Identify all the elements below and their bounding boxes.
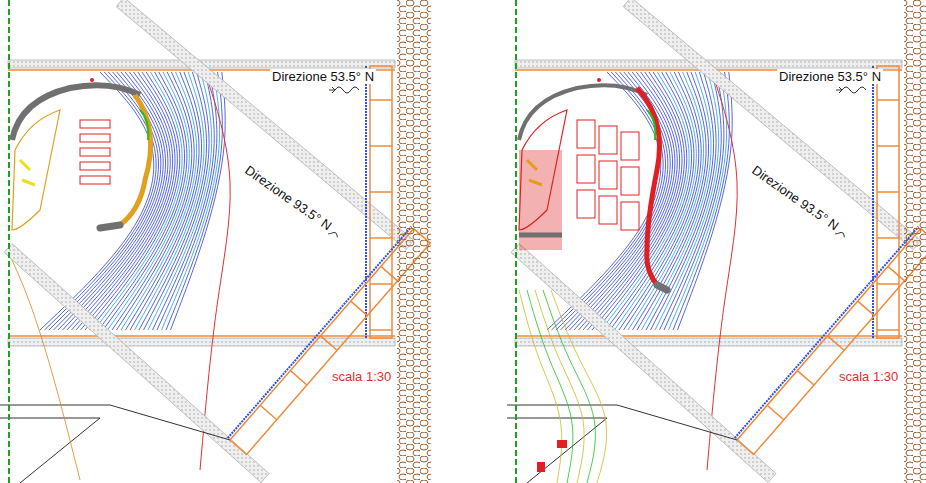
depth-contour bbox=[624, 72, 702, 330]
wall-band bbox=[116, 0, 414, 250]
depth-contour bbox=[157, 72, 217, 330]
depth-contour bbox=[588, 72, 682, 330]
depth-contour bbox=[664, 72, 724, 330]
rubble-wall bbox=[904, 0, 926, 483]
depth-contour bbox=[633, 72, 707, 330]
harbour bbox=[519, 78, 667, 483]
limit-line bbox=[200, 72, 230, 470]
depth-contour bbox=[108, 72, 190, 330]
depth-contour bbox=[139, 72, 207, 330]
depth-contour bbox=[637, 72, 709, 330]
depth-contour bbox=[583, 72, 680, 330]
scale-note: scala 1:30 bbox=[837, 369, 900, 384]
limit-line bbox=[707, 72, 737, 470]
wave-direction: Direzione 53.5° N bbox=[777, 69, 883, 84]
depth-contour bbox=[166, 72, 222, 330]
depth-contour bbox=[655, 72, 719, 330]
depth-contour bbox=[63, 72, 166, 330]
depth-contour bbox=[651, 72, 717, 330]
wall-band bbox=[623, 0, 921, 250]
depth-contour bbox=[561, 72, 668, 330]
depth-contour bbox=[148, 72, 212, 330]
wall-band bbox=[4, 244, 269, 483]
depth-contour bbox=[54, 72, 161, 330]
depth-contour bbox=[153, 72, 215, 330]
scale-note: scala 1:30 bbox=[330, 369, 393, 384]
depth-contour bbox=[58, 72, 163, 330]
depth-contour bbox=[669, 72, 727, 330]
depth-contour bbox=[646, 72, 714, 330]
wave-generator bbox=[735, 227, 926, 455]
basin-panel bbox=[507, 0, 926, 483]
depth-contour bbox=[72, 72, 171, 330]
depth-contour bbox=[81, 72, 175, 330]
depth-contour bbox=[570, 72, 673, 330]
wall-band bbox=[511, 244, 776, 483]
wall-band bbox=[8, 338, 395, 346]
rubble-wall bbox=[397, 0, 431, 483]
wave-direction: Direzione 53.5° N bbox=[270, 69, 376, 84]
harbour bbox=[12, 78, 151, 480]
depth-contour bbox=[144, 72, 210, 330]
depth-contour bbox=[579, 72, 678, 330]
basin-panel bbox=[0, 0, 431, 483]
depth-contour bbox=[162, 72, 220, 330]
depth-contour bbox=[565, 72, 670, 330]
depth-contour bbox=[673, 72, 729, 330]
depth-contour bbox=[112, 72, 192, 330]
depth-contour bbox=[117, 72, 195, 330]
depth-contour bbox=[615, 72, 697, 330]
depth-contour bbox=[619, 72, 699, 330]
depth-contour bbox=[76, 72, 173, 330]
